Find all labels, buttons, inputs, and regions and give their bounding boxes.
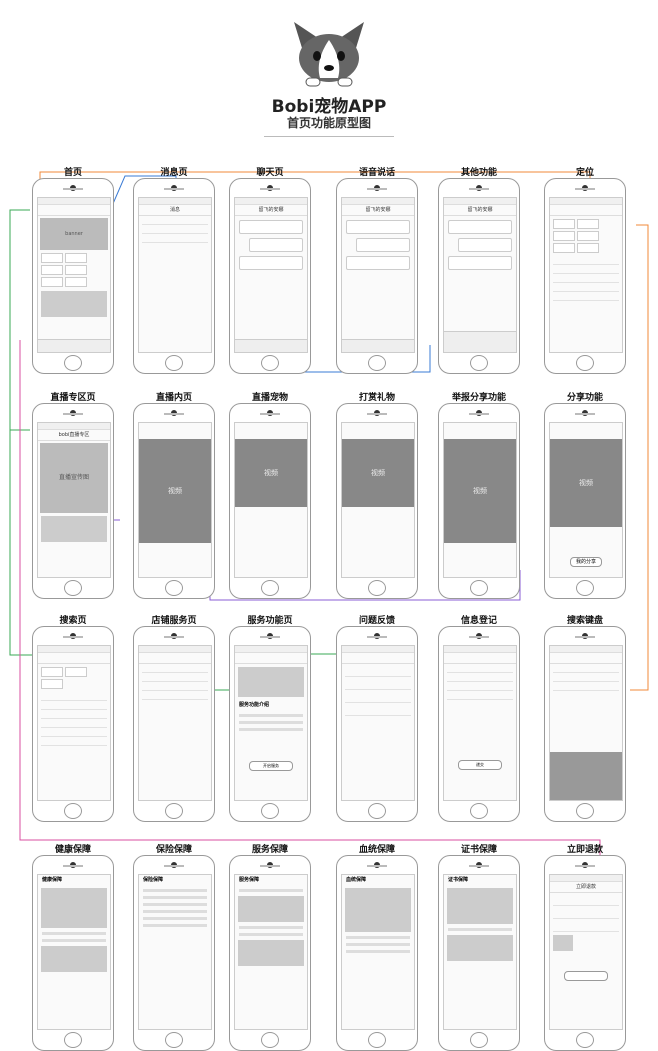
screen-label: 语音说话 [358, 168, 395, 178]
phone-mockup: 视频 我的分享 [544, 403, 626, 599]
app-title: Bobi宠物APP [271, 97, 387, 117]
screen-label: 店铺服务页 [151, 616, 197, 626]
phone-mockup: banner [32, 178, 114, 374]
screen-label: 服务功能页 [247, 616, 293, 626]
phone-mockup: 视频 [229, 403, 311, 599]
screen-label: 血统保障 [358, 845, 395, 855]
phone-mockup: 视频 [133, 403, 215, 599]
screen-label: 搜索页 [59, 616, 87, 626]
corgi-logo-icon [294, 22, 364, 87]
phone-mockup: 消息 [133, 178, 215, 374]
phone-mockup: bobi直播专区 直播宣传图 [32, 403, 114, 599]
screen-label: 直播内页 [155, 393, 192, 403]
phone-mockup: 视频 [438, 403, 520, 599]
screen-label: 其他功能 [460, 168, 497, 178]
phone-mockup [544, 178, 626, 374]
phone-mockup: 立即退款 [544, 855, 626, 1051]
phone-mockup: 留飞的安娜 [229, 178, 311, 374]
phone-mockup: 递交 [438, 626, 520, 822]
phone-mockup: 服务功能介绍 开启服务 [229, 626, 311, 822]
screen-label: 证书保障 [460, 845, 497, 855]
phone-mockup [32, 626, 114, 822]
screen-label: 信息登记 [460, 616, 497, 626]
phone-mockup: 视频 [336, 403, 418, 599]
phone-mockup [336, 626, 418, 822]
phone-mockup: 留飞的安娜 [438, 178, 520, 374]
screen-label: 分享功能 [566, 393, 603, 403]
screen-label: 问题反馈 [358, 616, 395, 626]
screen-label: 首页 [63, 168, 82, 178]
phone-mockup: 服务保障 [229, 855, 311, 1051]
screen-label: 搜索键盘 [566, 616, 603, 626]
screen-label: 健康保障 [54, 845, 91, 855]
phone-mockup: 证书保障 [438, 855, 520, 1051]
phone-mockup [133, 626, 215, 822]
phone-mockup: 健康保障 [32, 855, 114, 1051]
phone-mockup: 留飞的安娜 [336, 178, 418, 374]
screen-label: 直播宠物 [251, 393, 288, 403]
screen-label: 消息页 [160, 168, 188, 178]
screen-label: 保险保障 [155, 845, 192, 855]
divider [264, 136, 394, 137]
phone-mockup: 血统保障 [336, 855, 418, 1051]
screen-label: 定位 [575, 168, 594, 178]
page-subtitle: 首页功能原型图 [286, 116, 371, 130]
screen-label: 举报分享功能 [451, 393, 506, 403]
screen-label: 立即退款 [566, 845, 603, 855]
screen-label: 打赏礼物 [358, 393, 395, 403]
phone-mockup: 保险保障 [133, 855, 215, 1051]
screen-label: 服务保障 [251, 845, 288, 855]
header: Bobi宠物APP 首页功能原型图 [0, 0, 658, 150]
screen-label: 直播专区页 [50, 393, 96, 403]
screen-label: 聊天页 [256, 168, 284, 178]
phone-mockup [544, 626, 626, 822]
